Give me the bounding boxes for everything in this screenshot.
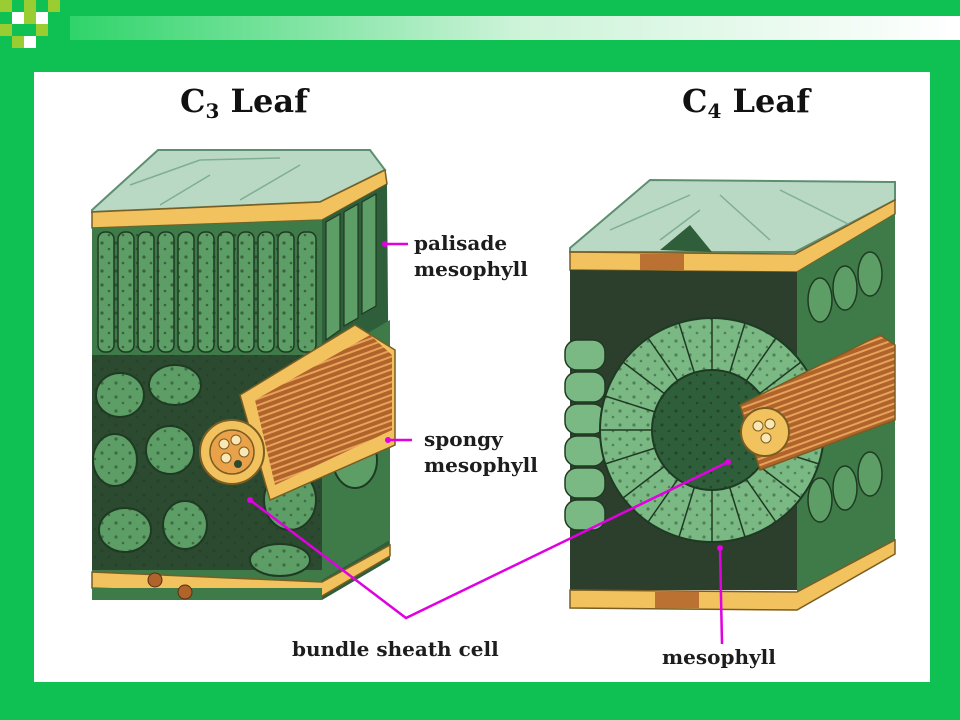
c4-title-letter: C [682, 82, 708, 120]
label-mesophyll: mesophyll [662, 645, 776, 669]
c3-title-subscript: 3 [205, 99, 220, 123]
label-spongy-line1: spongy [424, 427, 503, 451]
c3-vascular-bundle [199, 324, 396, 502]
label-palisade-line2: mesophyll [414, 257, 528, 281]
leader-bundle-sheath [249, 460, 729, 620]
c4-vascular-bundle [739, 334, 896, 471]
leader-mesophyll [718, 547, 724, 645]
c3-title-word: Leaf [219, 82, 308, 120]
c3-title-letter: C [180, 82, 206, 120]
c3-palisade-side [325, 192, 377, 342]
leader-lines [249, 242, 729, 645]
top-decor-bar [0, 0, 960, 52]
label-spongy-mesophyll: spongy mesophyll [424, 426, 538, 478]
label-bundle-sheath-cell: bundle sheath cell [292, 637, 499, 661]
c4-title-word: Leaf [721, 82, 810, 120]
c4-lower-epidermis [569, 538, 896, 611]
label-palisade-line1: palisade [414, 231, 508, 255]
c4-kranz-wreath [599, 317, 825, 543]
c4-title-subscript: 4 [707, 99, 722, 123]
corner-squares [0, 0, 60, 48]
c3-leaf-title: C3 Leaf [180, 82, 308, 123]
c4-side-mesophyll [807, 251, 883, 523]
c4-leaf-title: C4 Leaf [682, 82, 810, 123]
label-spongy-line2: mesophyll [424, 453, 538, 477]
c4-left-mesophyll [564, 339, 606, 531]
label-palisade-mesophyll: palisade mesophyll [414, 230, 528, 282]
c3-palisade-cells [96, 231, 318, 353]
c3-leaf-block [91, 149, 396, 600]
c4-leaf-block [564, 178, 896, 611]
